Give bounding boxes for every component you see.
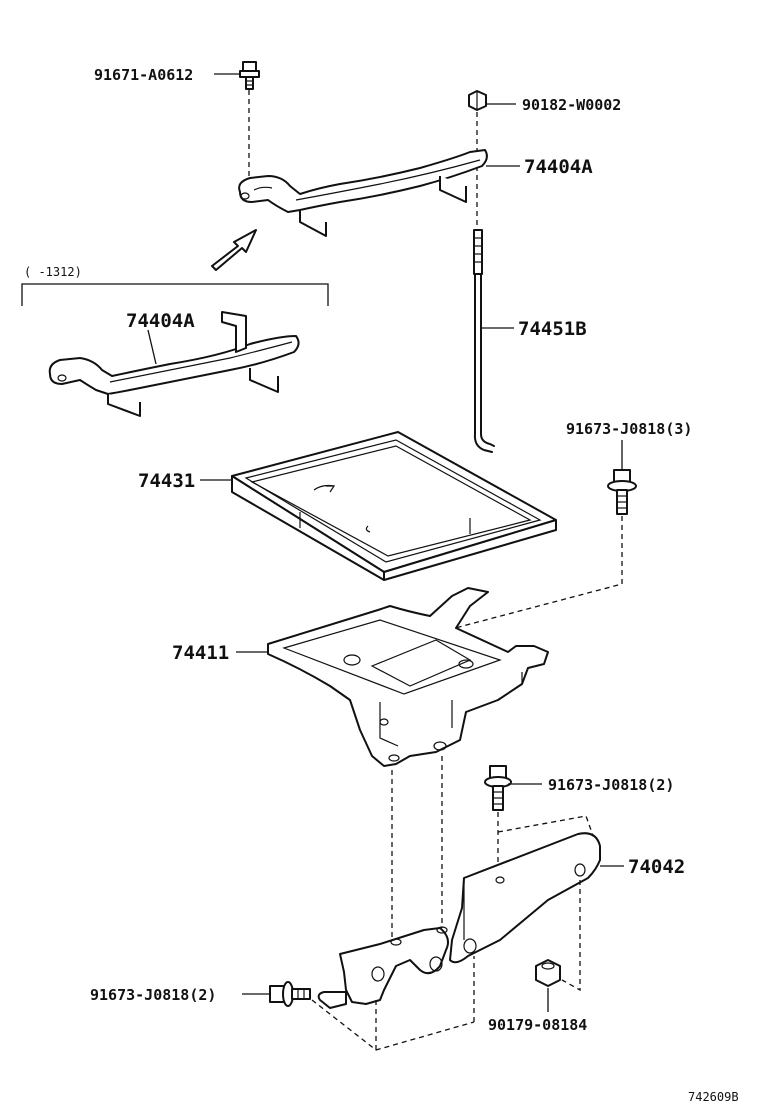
label-91671-a0612: 91671-A0612: [94, 66, 193, 84]
direction-arrow-icon: [211, 229, 257, 271]
carrier-74411[interactable]: [267, 587, 549, 767]
clamp-74404a-lower[interactable]: [48, 311, 300, 417]
label-90182-w0002: 90182-W0002: [522, 96, 621, 114]
label-91673-j0818-2-left: 91673-J0818(2): [90, 986, 216, 1004]
label-90179-08184: 90179-08184: [488, 1016, 587, 1034]
range-note: ( -1312): [24, 265, 82, 279]
bolt-91671-a0612[interactable]: [239, 61, 260, 90]
label-74404a-upper: 74404A: [524, 156, 593, 178]
rod-74451b[interactable]: [473, 229, 495, 453]
label-74042: 74042: [628, 856, 685, 878]
label-74404a-lower: 74404A: [126, 310, 195, 332]
bolt-91673-j0818-left[interactable]: [269, 981, 311, 1007]
nut-90182-w0002[interactable]: [468, 90, 487, 111]
label-74431: 74431: [138, 470, 195, 492]
clamp-74404a-upper[interactable]: [238, 149, 488, 237]
tray-74431[interactable]: [231, 431, 557, 581]
label-74451b: 74451B: [518, 318, 587, 340]
label-91673-j0818-3: 91673-J0818(3): [566, 420, 692, 438]
label-91673-j0818-2-mid: 91673-J0818(2): [548, 776, 674, 794]
label-74411: 74411: [172, 642, 229, 664]
bolt-91673-j0818-mid[interactable]: [484, 765, 512, 811]
bracket-74042[interactable]: [317, 832, 601, 1009]
figure-code: 742609B: [688, 1090, 739, 1104]
bolt-91673-j0818-right[interactable]: [607, 469, 637, 515]
nut-90179-08184[interactable]: [535, 959, 561, 987]
